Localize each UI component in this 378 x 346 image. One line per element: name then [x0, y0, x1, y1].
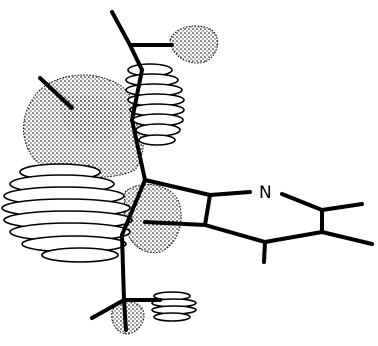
bond-chain-1	[130, 68, 144, 122]
bond-bottom-left	[90, 298, 126, 320]
bond-sub-right-down	[320, 230, 374, 246]
bond-ring-f	[203, 223, 267, 244]
bond-top-up	[110, 10, 132, 47]
bond-sub-right-up	[320, 202, 364, 212]
bond-ring-to-left	[143, 220, 207, 227]
bond-ring-e	[263, 230, 324, 244]
molecule-skeleton	[38, 10, 374, 332]
striped-lobe-bottom	[151, 291, 197, 322]
dotted-lobe-top-right	[169, 25, 219, 64]
dotted-overlay-upper	[59, 94, 124, 143]
bond-sub-ring-down	[262, 240, 267, 264]
bond-left-down-2	[120, 233, 126, 302]
nitrogen-atom-label: N	[259, 183, 272, 203]
bond-ring-b	[208, 190, 252, 197]
bond-left-down-1	[120, 178, 147, 237]
striped-lobe-lower-left	[1, 163, 133, 263]
dotted-lobe-bottom	[111, 301, 145, 335]
bond-chain-2	[130, 118, 147, 182]
bond-upper-left	[38, 76, 74, 110]
dotted-lobe-center	[123, 183, 182, 254]
bond-top-down	[128, 43, 144, 72]
bond-bottom-down	[122, 298, 128, 332]
bond-ring-c	[280, 192, 324, 212]
bond-ring-a	[143, 178, 212, 197]
bond-ring-g	[203, 193, 212, 227]
